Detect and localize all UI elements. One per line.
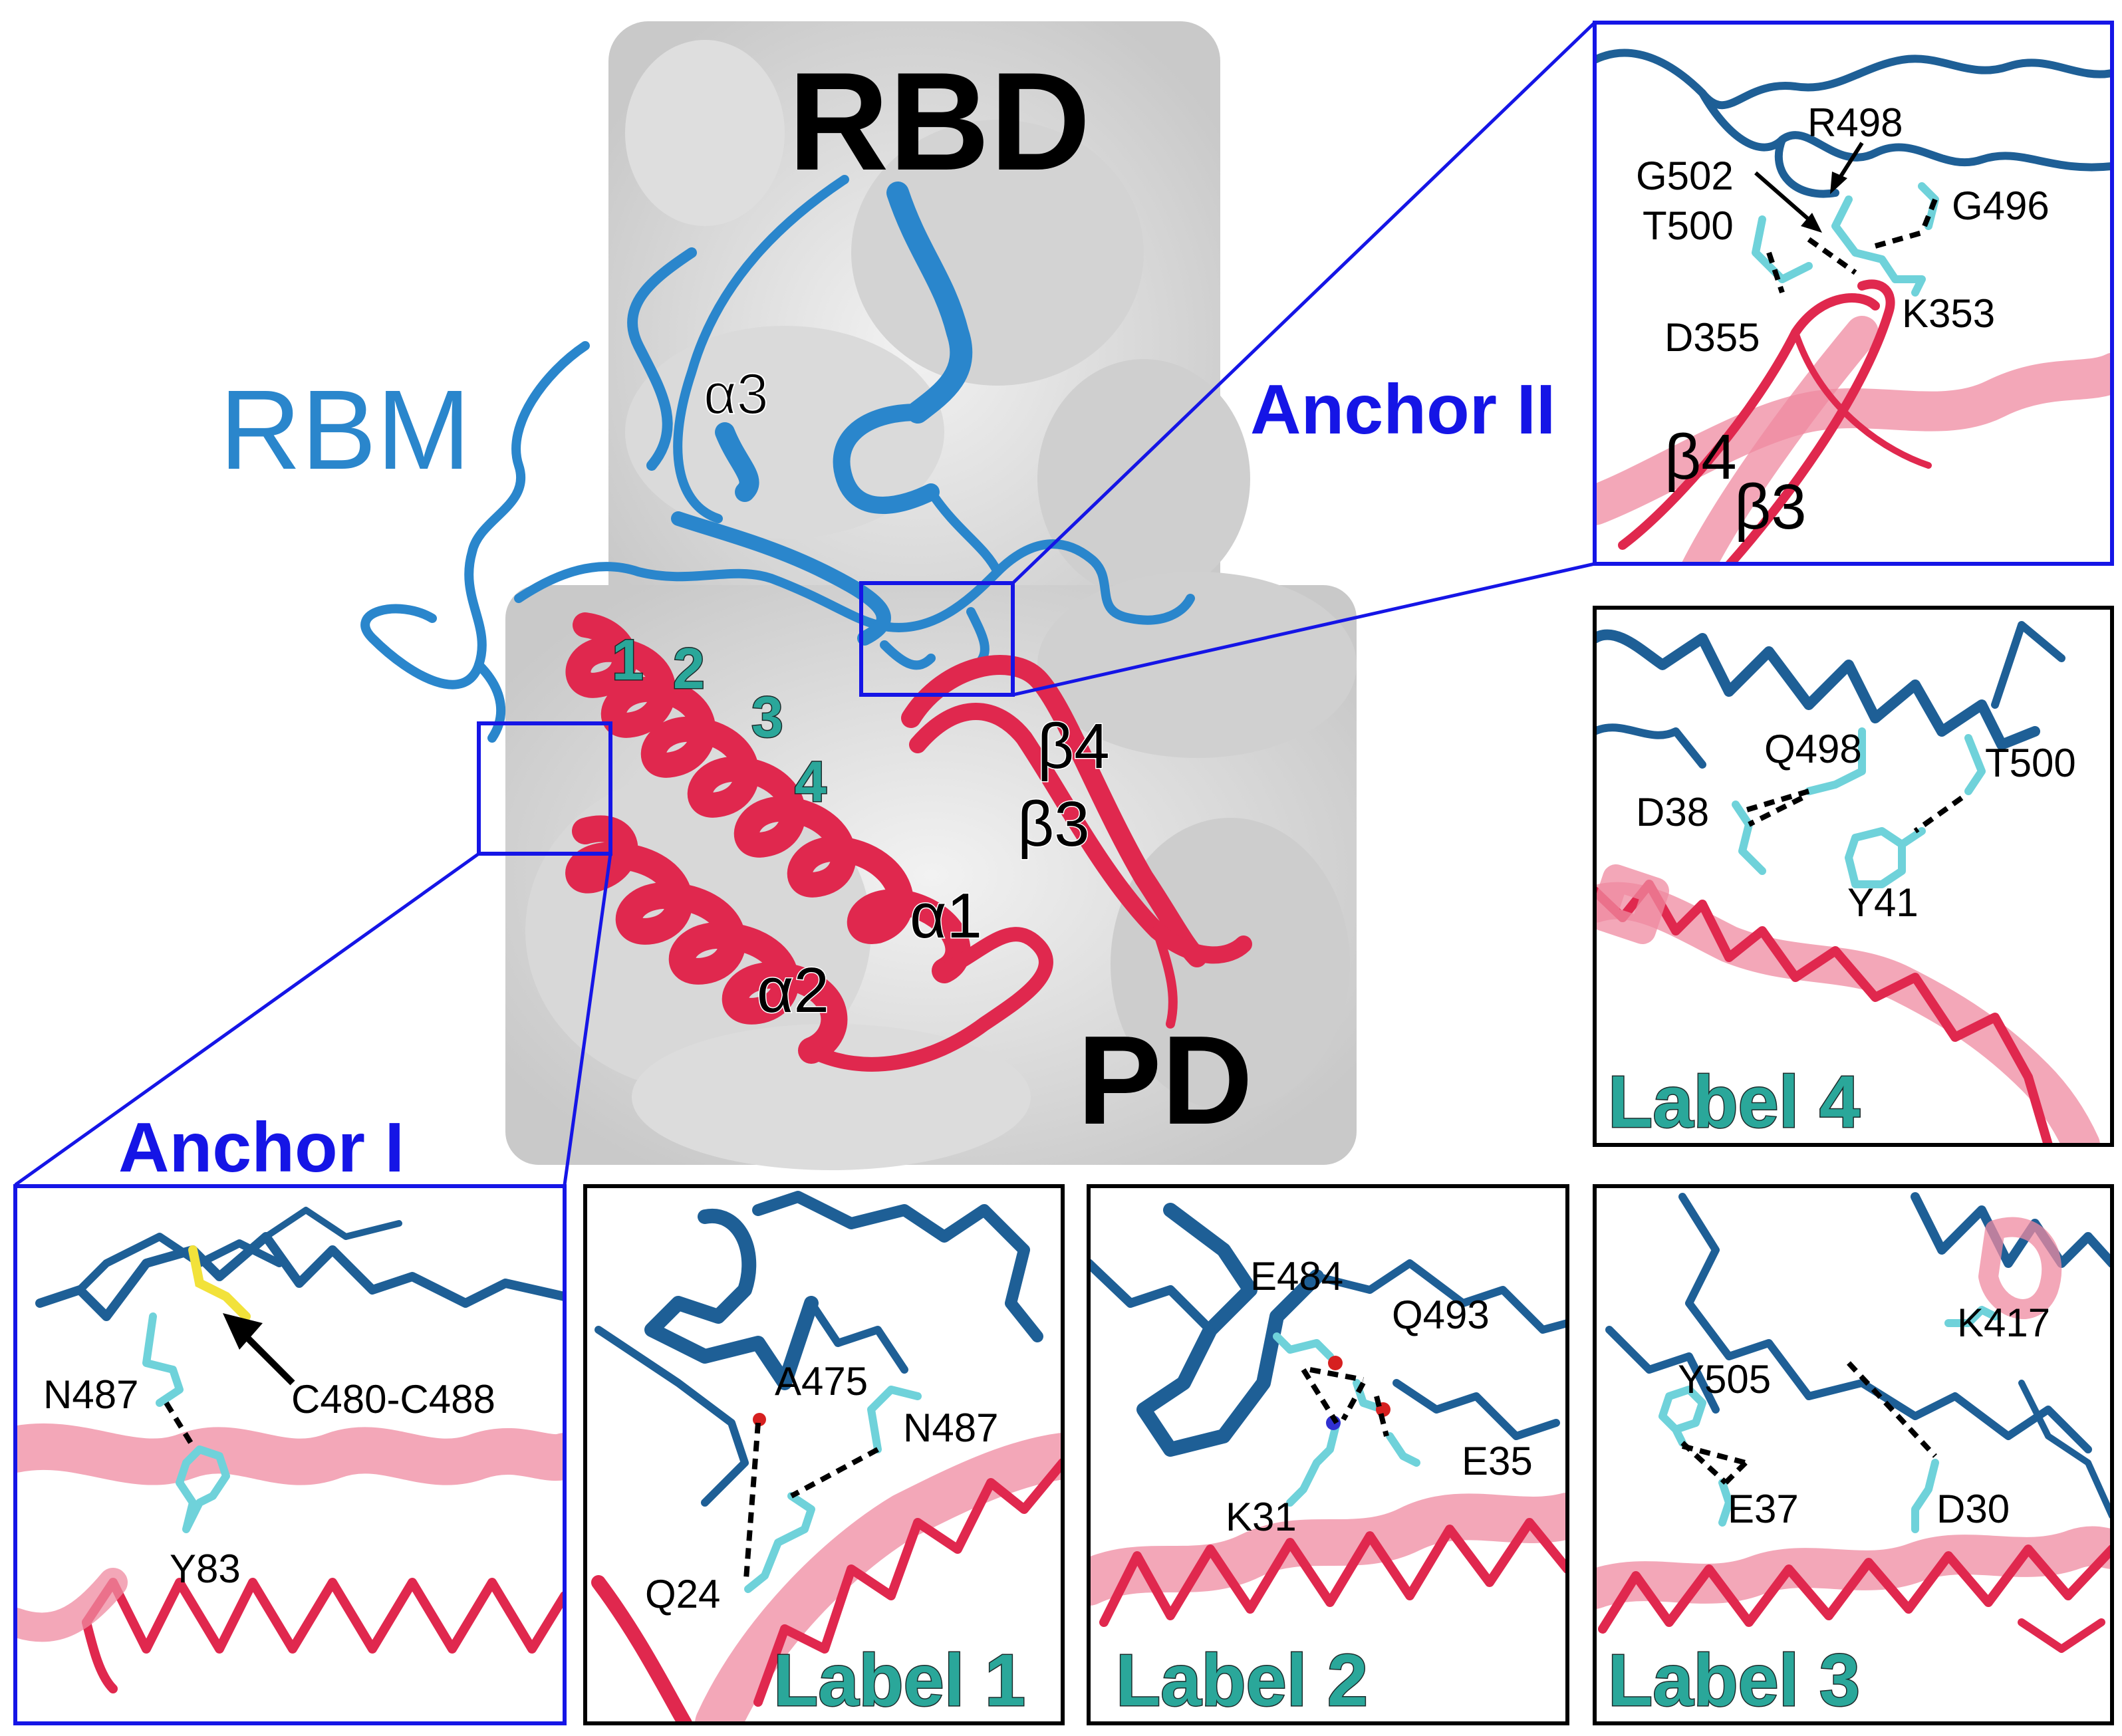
residue-e37: E37 xyxy=(1728,1487,1799,1531)
anchor1-connector-right xyxy=(563,853,612,1185)
residue-c480-c488: C480-C488 xyxy=(291,1377,495,1422)
anchor2-panel: R498 G502 G496 T500 K353 D355 β4 β3 xyxy=(1593,21,2114,566)
anchor2-zoom-box xyxy=(859,581,1015,697)
pd-label: PD xyxy=(1077,1010,1253,1151)
anchor1-connector-left xyxy=(14,852,480,1187)
label3-title: Label 3 xyxy=(1608,1640,1860,1721)
alpha2-label: α2 xyxy=(757,955,829,1026)
residue-d38: D38 xyxy=(1636,790,1709,834)
anchor2-connector-bottom xyxy=(1012,562,1595,697)
main-structure: RBD PD RBM α3 α1 α2 β4 β3 1 2 3 4 Anchor… xyxy=(14,21,1596,1187)
residue-t500: T500 xyxy=(1643,203,1734,248)
arrow-r498-head xyxy=(1830,172,1847,194)
label4-panel: Q498 T500 D38 Y41 Label 4 xyxy=(1593,606,2114,1147)
residue-r498: R498 xyxy=(1807,100,1903,145)
rbd-surface xyxy=(608,21,1250,666)
anchor2-title: Anchor II xyxy=(1250,370,1555,449)
residue-e35: E35 xyxy=(1462,1439,1533,1483)
residue-t500-l4: T500 xyxy=(1985,741,2076,785)
residue-g502: G502 xyxy=(1636,154,1734,198)
rbm-ribbon xyxy=(360,175,1195,743)
anchor1-title: Anchor I xyxy=(118,1108,404,1187)
residue-k417: K417 xyxy=(1957,1301,2050,1345)
anchor2-connector-top xyxy=(1011,21,1596,584)
pd-ribbon xyxy=(565,612,1252,1072)
beta3-label: β3 xyxy=(1017,789,1090,860)
residue-q498: Q498 xyxy=(1764,727,1862,771)
helix-position-1: 1 xyxy=(612,628,644,692)
helix-position-4: 4 xyxy=(795,750,827,814)
helix-position-3: 3 xyxy=(751,685,783,749)
anchor2-beta3: β3 xyxy=(1734,471,1807,543)
residue-q24: Q24 xyxy=(645,1572,720,1616)
label2-title: Label 2 xyxy=(1116,1640,1368,1721)
residue-q493: Q493 xyxy=(1392,1293,1490,1337)
residue-k353: K353 xyxy=(1902,291,1995,336)
label1-panel: A475 N487 Q24 Label 1 xyxy=(583,1184,1065,1725)
helix-position-2: 2 xyxy=(673,637,705,701)
residue-e484: E484 xyxy=(1250,1254,1343,1299)
residue-g496: G496 xyxy=(1952,184,2050,228)
residue-y505: Y505 xyxy=(1678,1357,1771,1402)
residue-y83: Y83 xyxy=(170,1547,241,1591)
beta4-label: β4 xyxy=(1037,711,1110,782)
residue-a475: A475 xyxy=(775,1359,868,1404)
arrow-r498 xyxy=(1837,142,1864,181)
anchor1-panel: N487 C480-C488 Y83 xyxy=(13,1184,567,1725)
alpha3-label: α3 xyxy=(704,362,769,426)
arrow-g502-head xyxy=(1801,213,1822,233)
anchor1-zoom-box xyxy=(477,721,612,856)
label3-panel: K417 Y505 E37 D30 Label 3 xyxy=(1593,1184,2114,1725)
alpha1-label: α1 xyxy=(910,880,982,951)
anchor2-beta4: β4 xyxy=(1664,422,1737,493)
label2-panel: E484 Q493 E35 K31 Label 2 xyxy=(1087,1184,1569,1725)
residue-d30: D30 xyxy=(1936,1487,2010,1531)
residue-n487-l1: N487 xyxy=(903,1406,998,1450)
residue-d355: D355 xyxy=(1664,315,1760,360)
arrow-g502 xyxy=(1754,171,1810,221)
rbm-label: RBM xyxy=(219,367,471,493)
label4-title: Label 4 xyxy=(1608,1061,1860,1143)
arrow-disulfide xyxy=(243,1334,295,1386)
rbd-label: RBD xyxy=(788,43,1091,199)
residue-k31: K31 xyxy=(1226,1495,1297,1539)
label1-title: Label 1 xyxy=(773,1640,1025,1721)
residue-y41: Y41 xyxy=(1847,880,1919,925)
arrow-disulfide-head xyxy=(223,1313,263,1350)
residue-n487: N487 xyxy=(43,1372,138,1417)
